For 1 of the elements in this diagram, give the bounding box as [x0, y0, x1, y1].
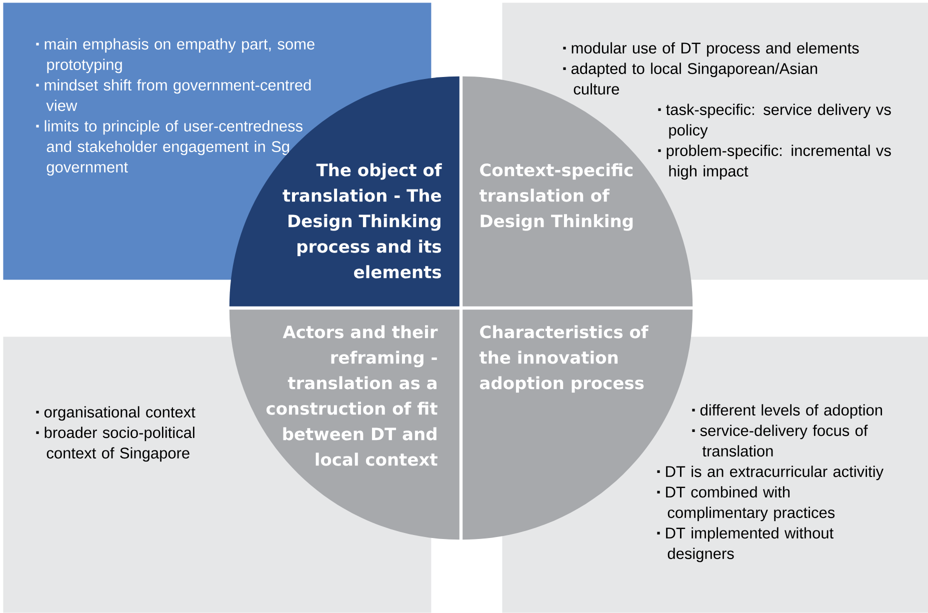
quadrant: Actors and their reframing - translation as a construction of fit between DT and local context	[229, 310, 460, 540]
